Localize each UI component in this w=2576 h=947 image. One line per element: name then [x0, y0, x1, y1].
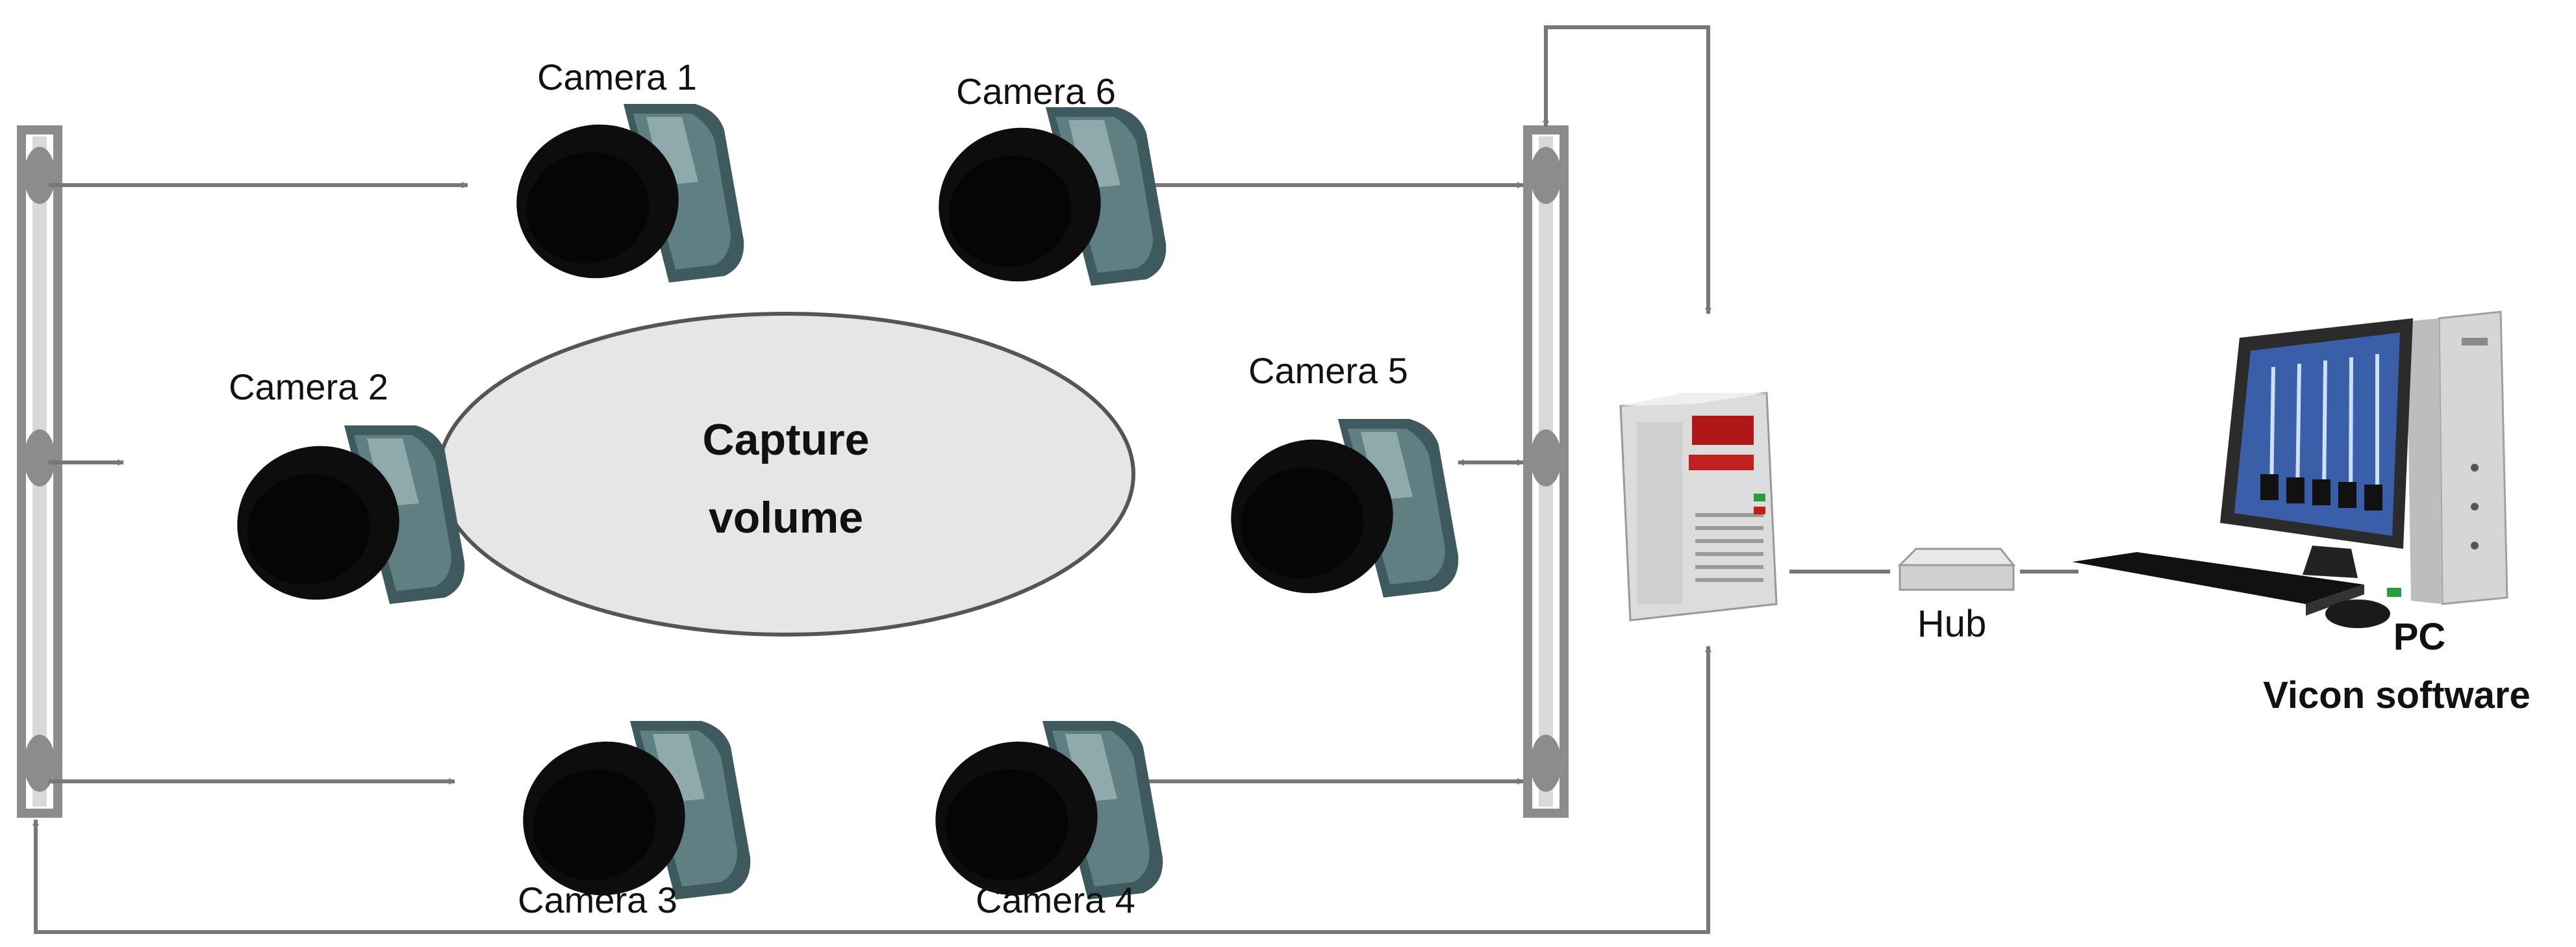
capture-volume-label-line1: Capture: [703, 415, 870, 464]
camera-5: Camera 5: [1217, 350, 1459, 609]
arrow-pc-top-loop: [1543, 25, 1711, 314]
capture-volume-label-line2: volume: [709, 493, 863, 542]
pc-monitor: [2220, 318, 2413, 578]
pc-software-label: Vicon software: [2263, 674, 2531, 716]
camera-6: Camera 6: [924, 71, 1167, 297]
camera-2-label: Camera 2: [229, 366, 388, 407]
camera-1-label: Camera 1: [537, 57, 697, 97]
camera-6-label: Camera 6: [956, 71, 1116, 112]
camera-1: Camera 1: [502, 57, 744, 294]
arrow-bottom-loop: [32, 646, 1711, 934]
left-mounting-rail: [17, 125, 62, 818]
right-mounting-rail: [1523, 125, 1569, 818]
pc-keyboard: [2072, 552, 2401, 628]
connection-arrows: [32, 25, 2078, 934]
pc-tower: [2406, 310, 2508, 605]
pc-label: PC: [2393, 616, 2446, 658]
camera-3: Camera 3: [509, 721, 751, 920]
camera-5-label: Camera 5: [1248, 350, 1408, 391]
camera-4: Camera 4: [921, 721, 1163, 920]
hub-device: Hub: [1897, 548, 2016, 645]
camera-2: Camera 2: [223, 366, 465, 615]
camera-4-label: Camera 4: [976, 879, 1135, 920]
camera-3-label: Camera 3: [518, 879, 677, 920]
pc-workstation: PC Vicon software: [2072, 310, 2531, 716]
hub-label: Hub: [1917, 603, 1986, 645]
capture-volume: Capture volume: [436, 312, 1135, 637]
controller-unit: [1619, 392, 1778, 622]
